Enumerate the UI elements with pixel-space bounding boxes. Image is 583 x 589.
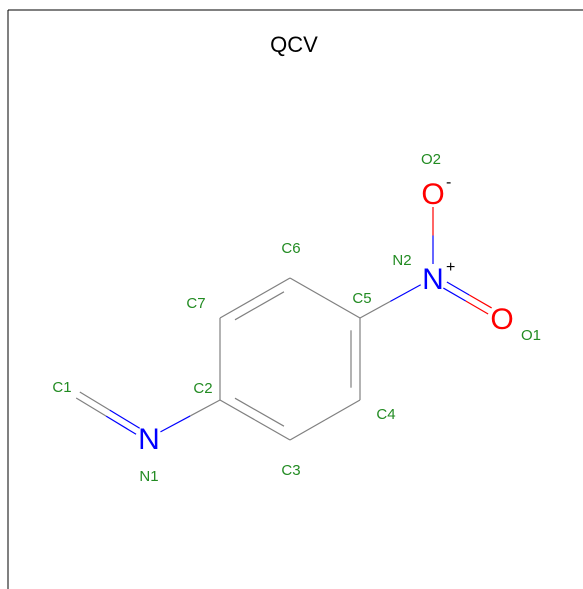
bond-c1-n1-segment [79,391,111,411]
bond-n2-o1-segment [446,281,470,296]
atom-label-n1: N1 [139,468,158,485]
bond-n1-c2-segment [160,415,191,433]
charge-n2: + [446,259,455,276]
bond-c5-n2-segment [390,284,422,302]
bond-c6-c7-segment [219,297,256,319]
bond-c6-c7-segment [254,277,291,299]
bond-c2-c3-segment [254,419,291,441]
element-symbol-n1: N [138,423,160,456]
bond-c6-c7-inner [234,291,285,321]
bond-c5-c6-segment [324,297,361,319]
element-symbol-o1: O [490,303,513,336]
element-symbol-n2: N [422,263,444,296]
atom-label-c7: C7 [186,295,205,312]
atom-label-c2: C2 [193,380,212,397]
bonds-layer [75,207,492,441]
diagram-title: QCV [270,32,318,57]
atom-label-c6: C6 [281,240,300,257]
bond-n2-o1 [443,281,492,315]
atom-label-c5: C5 [352,290,371,307]
element-symbols-layer: NN+OO- [138,174,514,456]
atom-label-c1: C1 [52,379,71,396]
atom-label-c3: C3 [281,462,300,479]
bond-c3-c4-segment [289,419,326,441]
bond-n1-c2-segment [189,399,221,417]
atom-label-n2: N2 [392,252,411,269]
bond-c5-n2 [359,284,422,319]
bond-c3-c4 [289,399,361,441]
bond-c2-c3-inner [234,397,285,427]
bond-c5-c6 [289,277,361,319]
bond-n2-o1-segment [468,294,492,309]
atom-label-o1: O1 [521,327,541,344]
bond-c1-n1-segment [109,409,141,429]
bond-c1-n1-segment [105,415,137,435]
bond-n2-o1-segment [443,287,467,302]
bond-c1-n1 [75,391,141,435]
bond-c5-n2-segment [359,300,391,319]
atom-label-o2: O2 [421,151,441,168]
bond-c4-c5 [350,318,361,400]
bond-n1-c2 [160,399,221,433]
element-symbol-o2: O [421,178,444,211]
bond-c6-c7 [219,277,291,321]
bond-c3-c4-segment [324,399,361,421]
atom-label-c4: C4 [376,406,395,423]
bond-c5-c6-segment [289,277,326,299]
bond-c2-c3-segment [219,399,256,421]
charge-o2: - [446,174,451,191]
bond-c2-c3 [219,397,291,441]
bond-c1-n1-segment [75,397,107,417]
bond-n2-o1-segment [465,300,489,315]
